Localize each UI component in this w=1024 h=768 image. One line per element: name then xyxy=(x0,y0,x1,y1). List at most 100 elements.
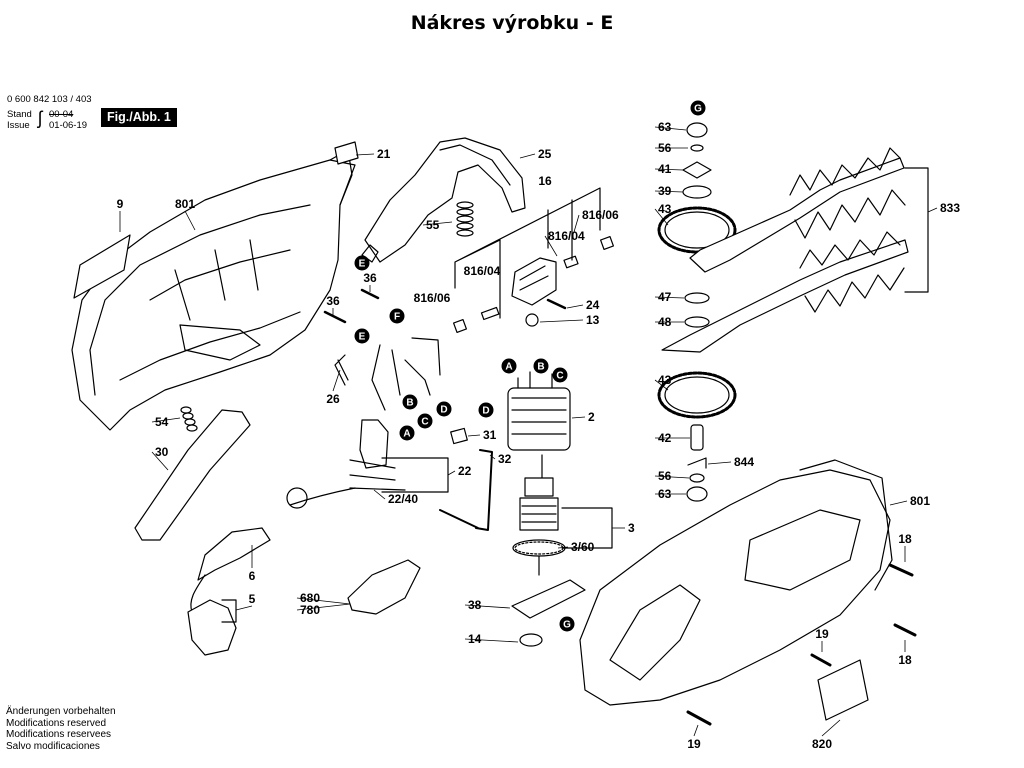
bracket-glyph: ʃ xyxy=(38,108,42,128)
callout-label: 48 xyxy=(658,315,672,329)
leader-line xyxy=(355,153,375,156)
callout-label: 5 xyxy=(249,592,256,606)
leader-line xyxy=(467,434,481,437)
brace-833 xyxy=(904,167,929,293)
pin-36-lower xyxy=(323,310,347,324)
callout-label: 43 xyxy=(658,202,672,216)
marker-letter: E xyxy=(359,332,366,343)
note-es: Salvo modificaciones xyxy=(6,740,100,752)
screw-18-lower xyxy=(893,623,917,637)
marker-c: C xyxy=(552,367,568,383)
callout-label: 55 xyxy=(426,218,440,232)
issue-value: 01-06-19 xyxy=(49,120,88,131)
screw-18-upper xyxy=(888,563,914,577)
callout-label: 63 xyxy=(658,120,672,134)
callout-label: 780 xyxy=(300,603,320,617)
marker-g: G xyxy=(559,616,575,632)
connector-31 xyxy=(450,427,468,445)
marker-letter: G xyxy=(563,620,571,631)
callout-label: 844 xyxy=(734,455,754,469)
figure-badge: Fig./Abb. 1 xyxy=(101,108,177,127)
leader-line xyxy=(373,489,386,500)
callout-label: 39 xyxy=(658,184,672,198)
callout-label: 6 xyxy=(249,569,256,583)
marker-g: G xyxy=(690,100,706,116)
callout-label: 54 xyxy=(155,415,169,429)
label-plate-820 xyxy=(817,659,869,721)
marker-e: E xyxy=(354,255,370,271)
clip-680-780 xyxy=(347,559,421,615)
wiring-harness xyxy=(334,337,441,491)
leader-line xyxy=(654,475,690,479)
callout-label: 14 xyxy=(468,632,482,646)
spring-55 xyxy=(456,201,474,237)
bracket-32 xyxy=(439,449,493,531)
marker-circle xyxy=(690,100,706,116)
marker-letter: F xyxy=(394,312,400,323)
callout-label: 56 xyxy=(658,469,672,483)
leader-line xyxy=(571,416,586,419)
leader-line xyxy=(235,605,253,611)
screw-19-mid xyxy=(810,653,832,667)
marker-circle xyxy=(354,328,370,344)
leader-line xyxy=(447,470,456,476)
marker-letter: A xyxy=(403,429,410,440)
brace-5 xyxy=(221,599,237,623)
callout-label: 22 xyxy=(458,464,472,478)
brace-16 xyxy=(454,187,601,319)
marker-letter: D xyxy=(482,406,489,417)
marker-circle xyxy=(389,308,405,324)
marker-b: B xyxy=(402,394,418,410)
blades-833 xyxy=(661,147,909,353)
washer-14 xyxy=(519,633,543,647)
callout-label: 3 xyxy=(628,521,635,535)
leader-line xyxy=(151,451,169,471)
marker-letter: B xyxy=(537,362,544,373)
marker-circle xyxy=(354,255,370,271)
marker-circle xyxy=(501,358,517,374)
housing-left-801 xyxy=(71,149,356,431)
spring-54 xyxy=(180,406,198,432)
callout-label: 56 xyxy=(658,141,672,155)
leader-line xyxy=(557,546,569,549)
callout-label: 43 xyxy=(658,373,672,387)
leader-line xyxy=(654,296,685,299)
marker-letter: A xyxy=(505,362,512,373)
leader-line xyxy=(654,379,669,391)
leader-line xyxy=(464,604,511,609)
leader-line xyxy=(422,221,453,226)
callout-label: 42 xyxy=(658,431,672,445)
modification-notes: Änderungen vorbehalten Modifications res… xyxy=(6,706,116,752)
leader-line xyxy=(821,719,841,737)
callout-label: 30 xyxy=(155,445,169,459)
note-en: Modifications reserved xyxy=(6,717,107,729)
callout-label: 22/40 xyxy=(388,492,418,506)
callout-label: 2 xyxy=(588,410,595,424)
leader-line xyxy=(889,500,908,506)
marker-d: D xyxy=(436,401,452,417)
issue-label: Issue xyxy=(7,120,30,131)
callout-label: 801 xyxy=(910,494,930,508)
callout-label: 63 xyxy=(658,487,672,501)
cable-and-plug xyxy=(187,487,356,656)
leader-line xyxy=(654,168,684,171)
callout-label: 18 xyxy=(898,532,912,546)
note-de: Änderungen vorbehalten xyxy=(6,706,116,717)
note-fr: Modifications reservees xyxy=(6,729,112,741)
callout-label: 18 xyxy=(898,653,912,667)
marker-d: D xyxy=(478,402,494,418)
marker-b: B xyxy=(533,358,549,374)
leader-line xyxy=(151,417,181,423)
callout-label: 801 xyxy=(175,197,195,211)
leader-line xyxy=(927,207,938,213)
marker-letter: E xyxy=(359,259,366,270)
callout-label: 13 xyxy=(586,313,600,327)
callout-label: 36 xyxy=(363,271,377,285)
marker-circle xyxy=(417,413,433,429)
leader-line xyxy=(654,126,687,131)
callout-label: 36 xyxy=(326,294,340,308)
armature-3 xyxy=(512,454,566,576)
leader-line xyxy=(654,208,669,226)
pin-36-upper xyxy=(360,288,380,300)
